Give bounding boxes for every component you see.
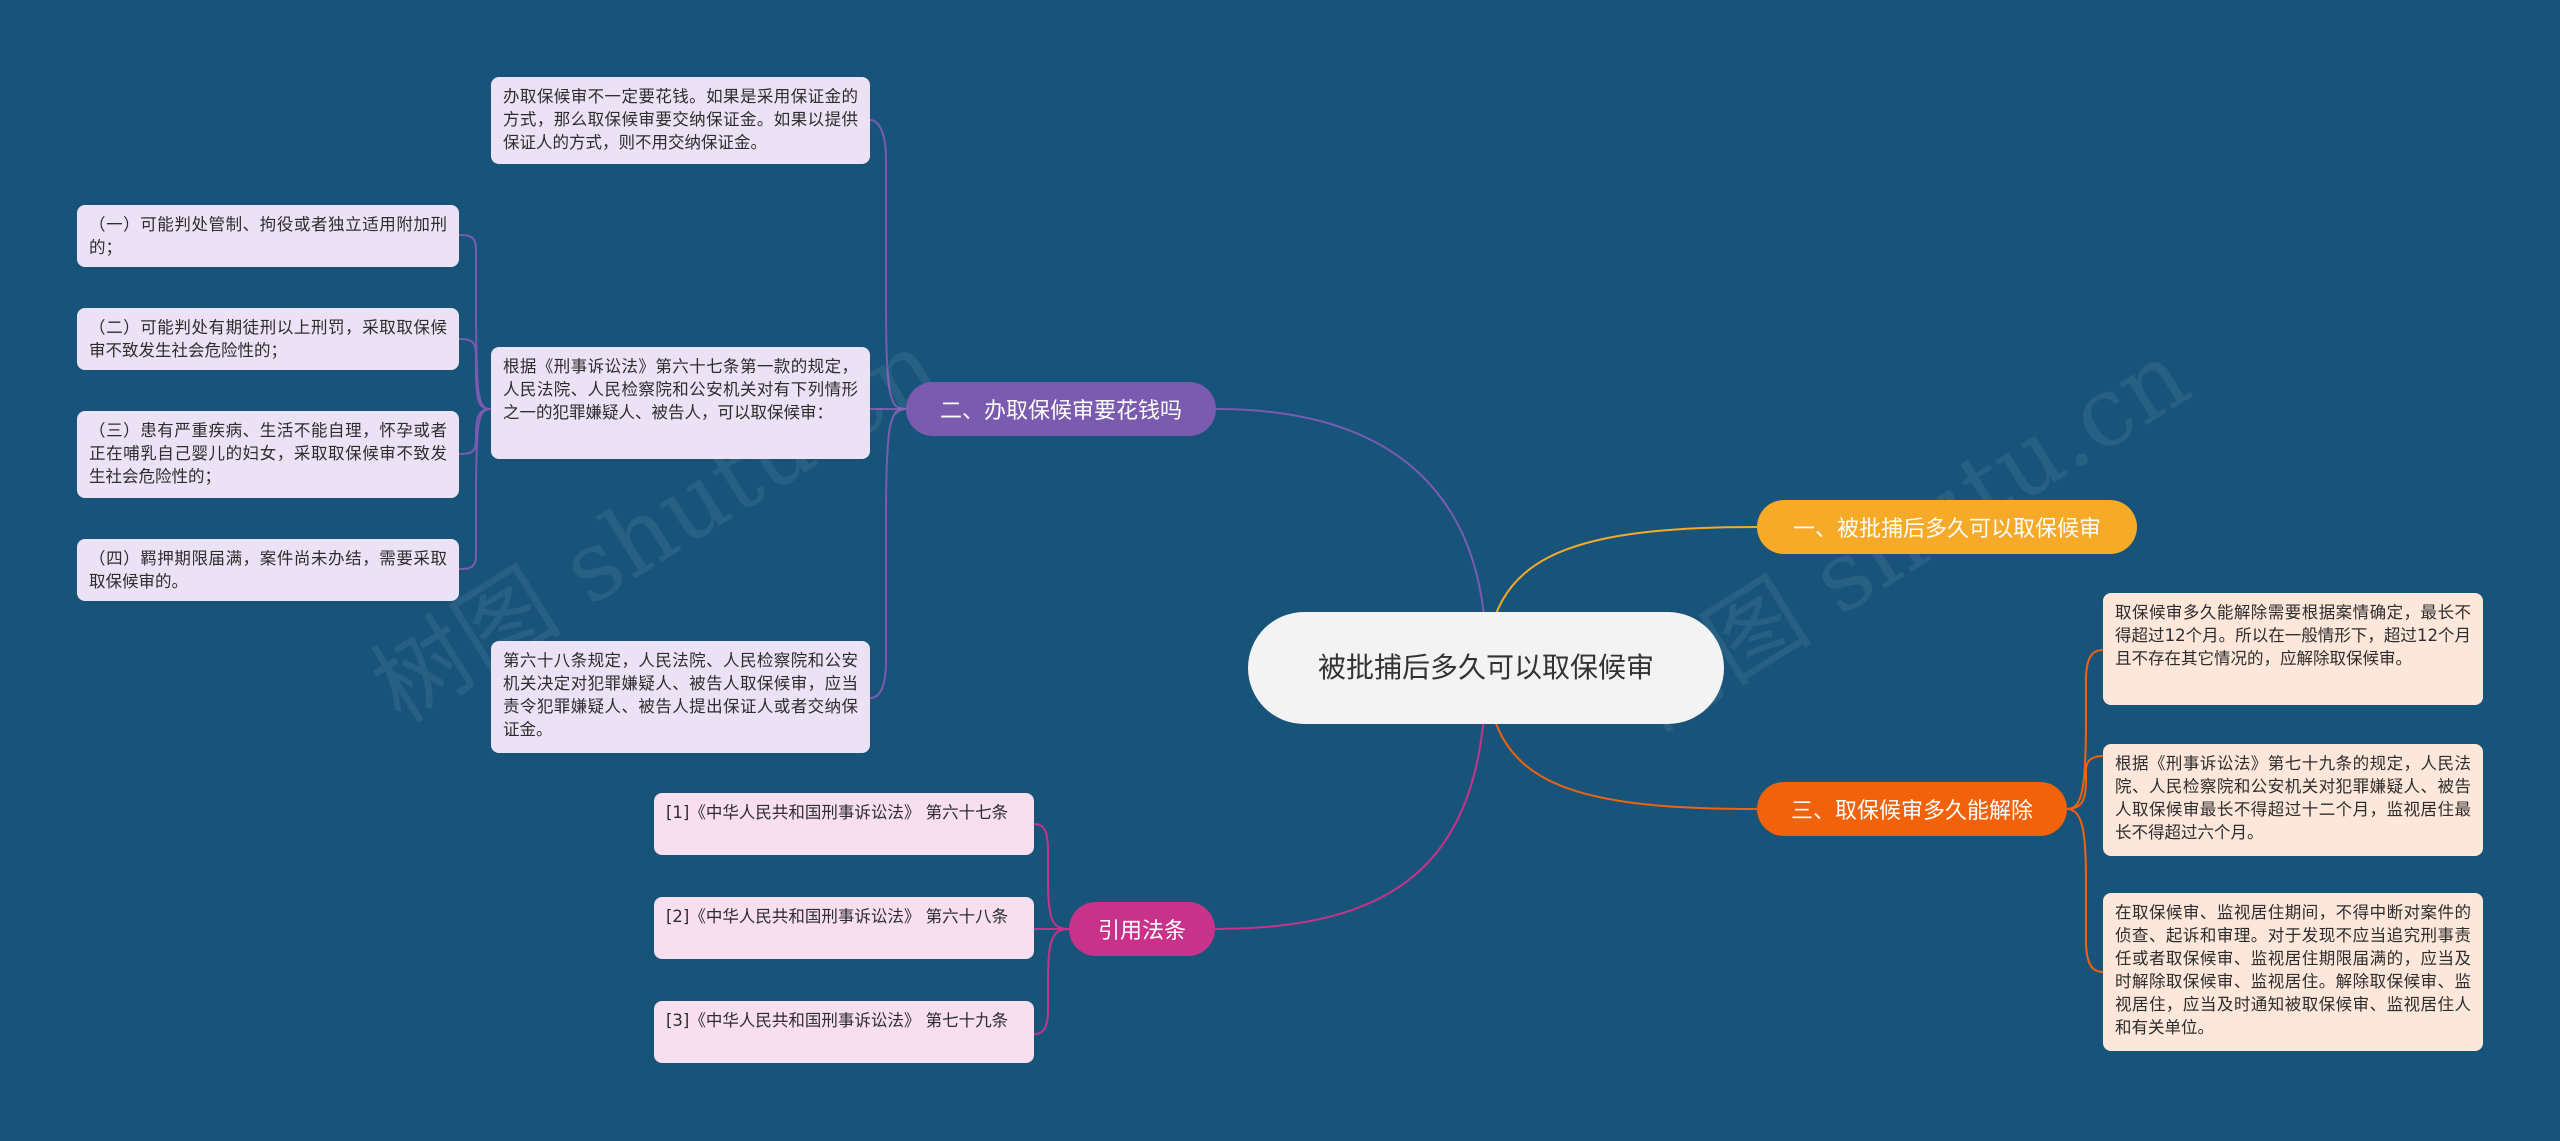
leaf-article-68[interactable]: 第六十八条规定，人民法院、人民检察院和公安机关决定对犯罪嫌疑人、被告人取保候审，…: [491, 641, 870, 753]
leaf-citation[interactable]: [1]《中华人民共和国刑事诉讼法》 第六十七条: [654, 793, 1034, 855]
link-b3-c3: [2066, 808, 2104, 973]
leaf-release-procedure[interactable]: 在取保候审、监视居住期间，不得中断对案件的侦查、起诉和审理。对于发现不应当追究刑…: [2103, 893, 2483, 1051]
leaf-article-67-item[interactable]: （四）羁押期限届满，案件尚未办结，需要采取取保候审的。: [77, 539, 459, 601]
leaf-citation[interactable]: [2]《中华人民共和国刑事诉讼法》 第六十八条: [654, 897, 1034, 959]
leaf-article-67-item[interactable]: （一）可能判处管制、拘役或者独立适用附加刑的；: [77, 205, 459, 267]
link-b3-c2: [2066, 755, 2104, 810]
branch-bail-cost[interactable]: 二、办取保候审要花钱吗: [906, 382, 1216, 436]
link-art67-i1: [458, 234, 492, 410]
leaf-bail-cost[interactable]: 办取保候审不一定要花钱。如果是采用保证金的方式，那么取保候审要交纳保证金。如果以…: [491, 77, 870, 164]
link-art67-i3: [458, 408, 492, 455]
root-topic[interactable]: 被批捕后多久可以取保候审: [1248, 612, 1724, 724]
leaf-release-term[interactable]: 取保候审多久能解除需要根据案情确定，最长不得超过12个月。所以在一般情形下，超过…: [2103, 593, 2483, 705]
link-b3-c1: [2066, 649, 2104, 810]
link-b2-art68: [869, 408, 907, 699]
leaf-article-67[interactable]: 根据《刑事诉讼法》第六十七条第一款的规定，人民法院、人民检察院和公安机关对有下列…: [491, 347, 870, 459]
link-art67-i4: [458, 408, 492, 570]
link-b2-cost: [869, 119, 907, 410]
link-root-b4: [1214, 667, 1487, 930]
leaf-article-67-item[interactable]: （二）可能判处有期徒刑以上刑罚，采取取保候审不致发生社会危险性的；: [77, 308, 459, 370]
link-b4-c3: [1033, 928, 1070, 1035]
leaf-article-67-item[interactable]: （三）患有严重疾病、生活不能自理，怀孕或者正在哺乳自己婴儿的妇女，采取取保候审不…: [77, 411, 459, 498]
leaf-article-79[interactable]: 根据《刑事诉讼法》第七十九条的规定，人民法院、人民检察院和公安机关对犯罪嫌疑人、…: [2103, 744, 2483, 856]
leaf-citation[interactable]: [3]《中华人民共和国刑事诉讼法》 第七十九条: [654, 1001, 1034, 1063]
link-art67-i2: [458, 338, 492, 410]
branch-bail-release[interactable]: 三、取保候审多久能解除: [1757, 782, 2067, 836]
link-root-b2: [1215, 408, 1488, 669]
branch-citations[interactable]: 引用法条: [1069, 902, 1215, 956]
branch-when-bail[interactable]: 一、被批捕后多久可以取保候审: [1757, 500, 2137, 554]
link-b4-c1: [1033, 823, 1070, 930]
